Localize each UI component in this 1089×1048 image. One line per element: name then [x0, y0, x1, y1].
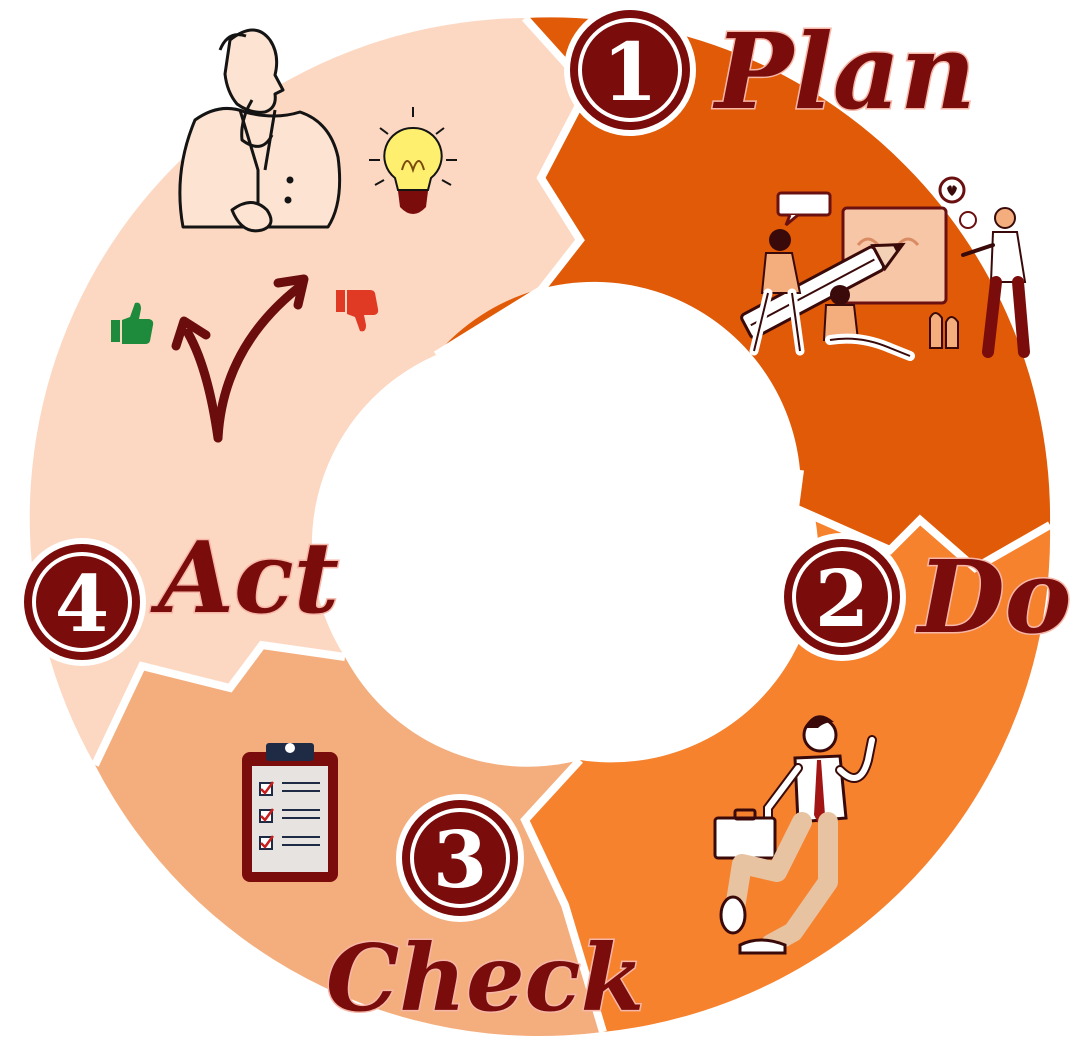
stage-check-label: Check	[326, 924, 644, 1032]
stage-check: 3 Check	[242, 743, 646, 1034]
decision-arrows-icon	[171, 274, 309, 443]
cycle-ring	[29, 15, 1052, 1037]
stage-check-number: 3	[433, 815, 487, 906]
act-check-separator	[91, 640, 346, 767]
checklist-clipboard-icon	[242, 743, 338, 882]
thinking-man-illustration	[178, 28, 342, 233]
stage-plan: 1 Plan	[564, 4, 1030, 361]
plan-segment	[436, 17, 1051, 568]
team-planning-illustration	[740, 176, 1030, 361]
running-businessman-illustration	[713, 715, 877, 955]
act-segment	[29, 18, 588, 765]
stage-do-label: Do	[915, 538, 1071, 656]
lightbulb-icon	[369, 107, 457, 214]
stage-do-badge: 2	[778, 533, 906, 661]
cycle-center	[349, 328, 763, 742]
do-plan-separator	[790, 469, 1052, 573]
stage-do-number: 2	[815, 554, 869, 645]
stage-check-badge: 3	[396, 794, 524, 922]
stage-plan-number: 1	[602, 25, 658, 119]
stage-act-label: Act	[150, 521, 339, 636]
check-do-separator	[520, 757, 607, 1034]
thumbs-up-icon	[111, 302, 154, 344]
stage-plan-badge: 1	[564, 4, 696, 136]
thumbs-down-icon	[336, 290, 379, 332]
stage-plan-label: Plan	[712, 10, 976, 133]
stage-do: 2 Do	[713, 533, 1073, 955]
stage-act-badge: 4	[18, 538, 146, 666]
check-segment	[95, 645, 603, 1037]
stage-act-number: 4	[55, 559, 109, 650]
do-segment	[525, 470, 1051, 1032]
stage-act: 4 Act	[18, 28, 457, 666]
